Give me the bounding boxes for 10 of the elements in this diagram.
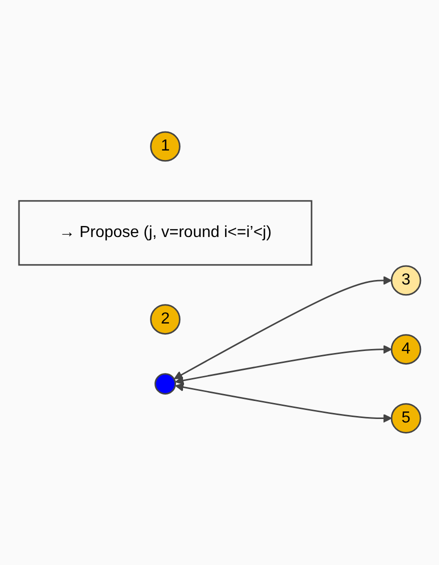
node-circle	[154, 373, 176, 395]
node-circle: 3	[390, 265, 421, 296]
node-circle: 5	[390, 403, 421, 434]
node-box: → Propose (j, v=round i<=i’<j)	[18, 200, 312, 266]
arrow	[174, 276, 392, 380]
node-circle: 1	[150, 131, 180, 162]
arrow	[174, 345, 392, 385]
node-circle: 2	[150, 304, 180, 335]
arrow	[174, 382, 392, 423]
node-circle: 4	[390, 334, 421, 365]
